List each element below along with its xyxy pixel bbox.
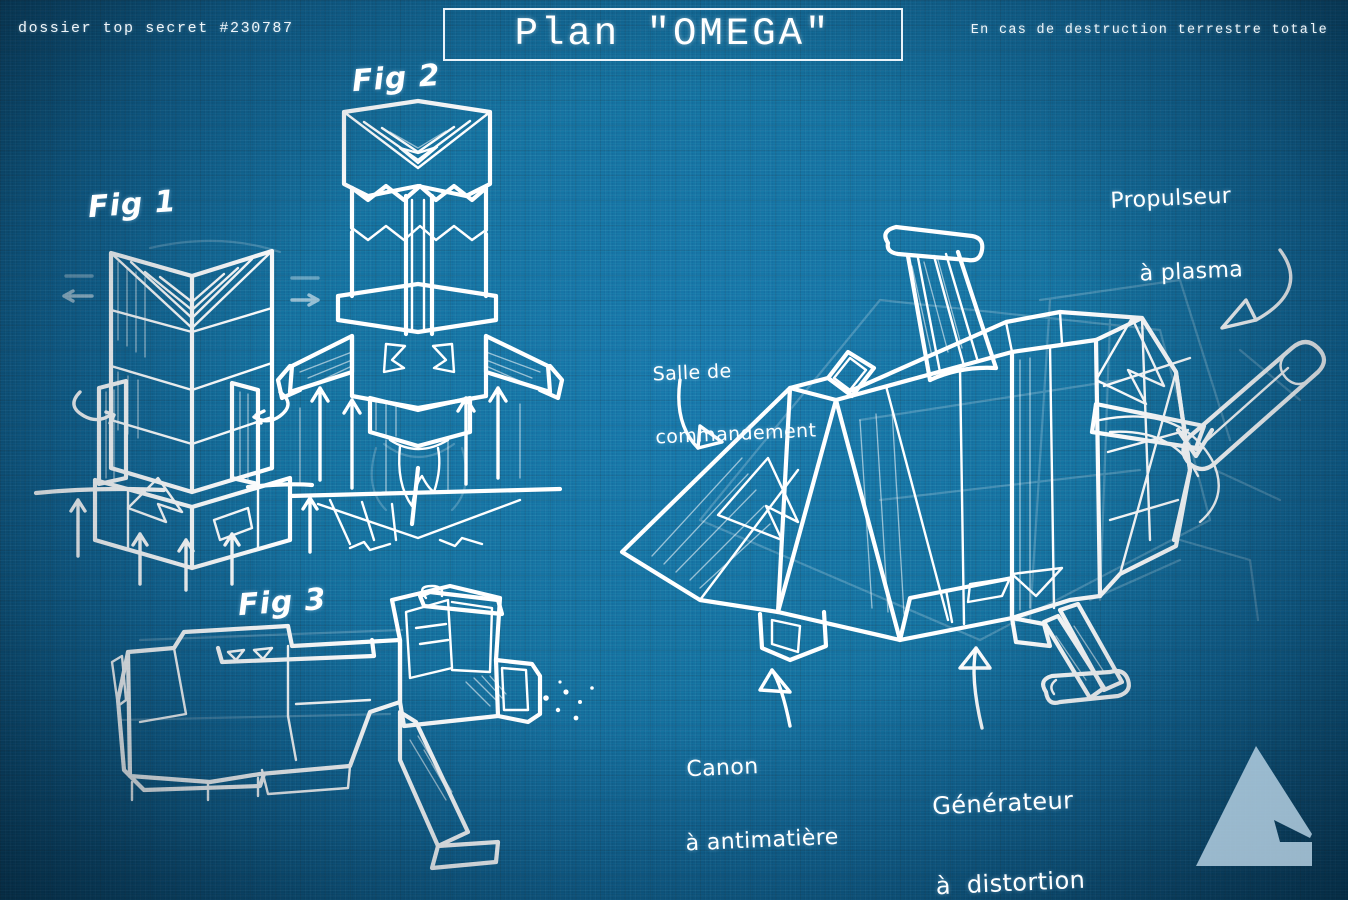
dossier-reference: dossier top secret #230787	[18, 20, 294, 37]
dossier-subtitle: En cas de destruction terrestre totale	[970, 23, 1328, 38]
callout-command-room-line1: Salle de	[652, 359, 733, 386]
callout-distortion-generator: Générateur à distortion	[929, 733, 1088, 900]
callout-antimatter-gun-line1: Canon	[685, 754, 760, 783]
callout-plasma-thruster-line2: à plasma	[1139, 257, 1244, 287]
callout-plasma-thruster: Propulseur à plasma	[1108, 135, 1246, 337]
page-title: Plan "OMEGA"	[514, 12, 832, 56]
figure-label-fig2: Fig 2	[350, 57, 442, 100]
callout-antimatter-gun-line2: à antimatière	[685, 824, 840, 857]
callout-distortion-generator-line1: Générateur	[931, 785, 1074, 821]
plan-title-box: Plan "OMEGA"	[443, 8, 903, 61]
callout-distortion-generator-line2: à distortion	[935, 866, 1086, 900]
callout-command-room-line2: commandement	[654, 419, 817, 449]
callout-antimatter-gun: Canon à antimatière	[684, 703, 842, 900]
callout-command-room: Salle de commandement	[650, 315, 818, 492]
figure-label-fig1: Fig 1	[86, 183, 178, 226]
callout-plasma-thruster-line1: Propulseur	[1109, 183, 1232, 215]
figure-label-fig3: Fig 3	[236, 581, 328, 624]
triangle-notch-logo	[1196, 746, 1312, 866]
